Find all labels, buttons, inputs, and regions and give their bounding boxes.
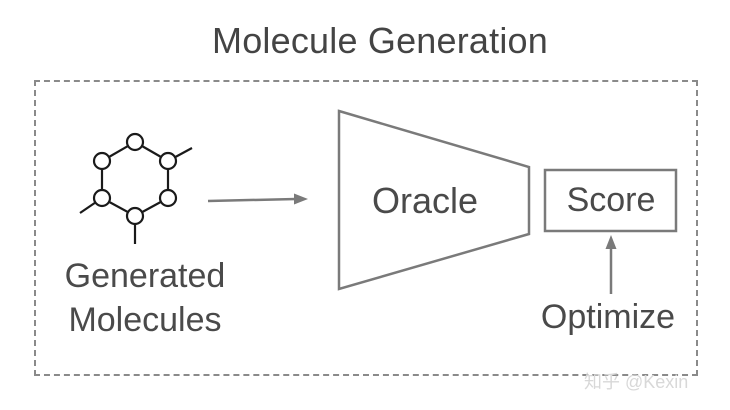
oracle-shape <box>337 109 531 291</box>
score-box <box>543 168 678 233</box>
molecule-icon <box>79 132 193 244</box>
generated-molecules-line-1: Generated <box>64 257 226 295</box>
optimize-label: Optimize <box>540 298 676 336</box>
generated-molecules-line-2: Molecules <box>68 301 222 339</box>
arrow-to-score <box>605 235 617 294</box>
arrow-to-oracle <box>207 193 308 205</box>
generated-molecules-label: Generated Molecules <box>40 254 250 342</box>
score-label: Score <box>566 181 656 219</box>
oracle-label: Oracle <box>371 180 479 221</box>
watermark: 知乎 @Kexin <box>584 372 689 392</box>
dashed-frame <box>34 80 698 376</box>
diagram-title: Molecule Generation <box>212 20 548 61</box>
